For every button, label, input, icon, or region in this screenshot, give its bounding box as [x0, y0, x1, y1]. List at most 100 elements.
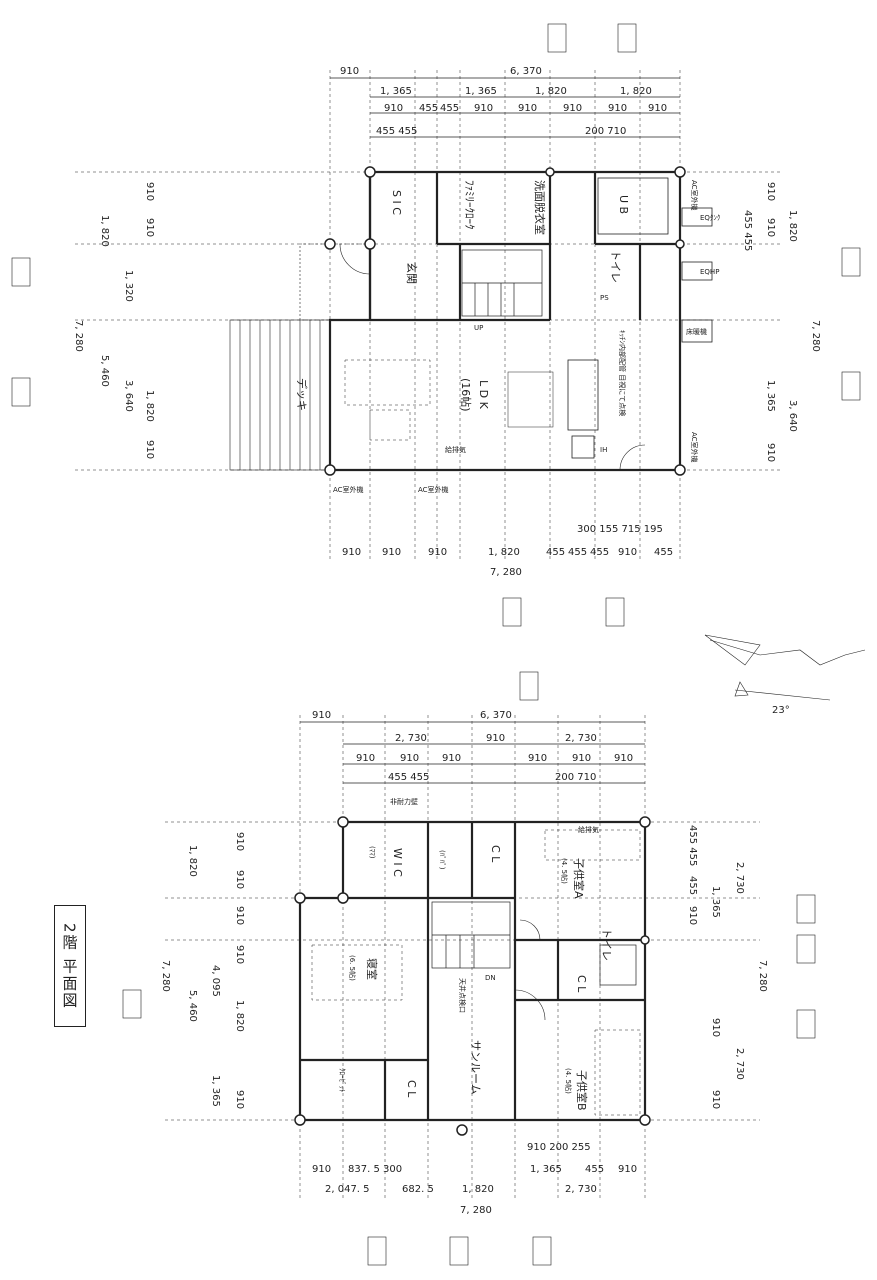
- ff-dim-b2-8: 910: [618, 547, 637, 558]
- ff-dim-li-2: 910: [144, 218, 155, 237]
- ff-dim-b-overall: 7, 280: [490, 567, 522, 578]
- sf-dim-r3-3: 910: [442, 753, 461, 764]
- drawing-title-box: 2階 平面図: [54, 905, 86, 1027]
- room-washroom: 洗面脱衣室: [533, 180, 547, 235]
- sf-dim-b3-1: 2, 047. 5: [325, 1184, 370, 1195]
- sf-dim-l-5460: 5, 460: [187, 990, 198, 1022]
- sf-dim-l-1365: 1, 365: [210, 1075, 221, 1107]
- sf-dim-top-910: 910: [312, 710, 331, 721]
- orientation-angle: 23°: [772, 705, 790, 716]
- ff-dim-l-3640: 3, 640: [123, 380, 134, 412]
- sf-dim-top-6370: 6, 370: [480, 710, 512, 721]
- label-kitchen-note: ｷｯﾁﾝ内部配管 目視にて点検: [618, 330, 627, 416]
- ff-dim-r-3640: 3, 640: [787, 400, 798, 432]
- room-cl-3: C L: [405, 1080, 418, 1098]
- ff-dim-r2-3: 1, 820: [535, 86, 567, 97]
- room-bedroom: 寝室: [365, 958, 379, 980]
- room-storage: ｸﾛｰｾﾞｯﾄ: [338, 1068, 346, 1093]
- room-deck: デッキ: [295, 378, 309, 411]
- label-bearing-wall: 非耐力壁: [390, 797, 418, 806]
- elevation-tags: [11, 23, 861, 1266]
- label-eq-hp: EQHP: [700, 268, 719, 276]
- room-cl-2: C L: [575, 975, 588, 993]
- ff-dim-r3-7: 910: [608, 103, 627, 114]
- room-child-b: 子供室B: [575, 1070, 589, 1111]
- label-ac1: AC室外機: [333, 485, 364, 494]
- ff-dim-r-1820: 1, 820: [787, 210, 798, 242]
- ff-dim-ri-1: 910: [765, 182, 776, 201]
- second-floor-labels: 910 6, 370 2, 730 910 2, 730 910 910 910…: [160, 710, 768, 1216]
- label-ac4: AC室外機: [690, 432, 699, 463]
- ff-dim-l-7280: 7, 280: [73, 320, 84, 352]
- first-floor-labels: 910 6, 370 1, 365 1, 365 1, 820 1, 820 9…: [73, 66, 821, 578]
- sf-dim-r3-4: 910: [528, 753, 547, 764]
- ff-dim-ri-5: 1, 365: [765, 380, 776, 412]
- sf-dim-r-2730b: 2, 730: [734, 1048, 745, 1080]
- sf-dim-b3-2: 682. 5: [402, 1184, 434, 1195]
- ff-dim-b1: 300 155 715 195: [577, 524, 663, 535]
- room-toilet-1f: トイレ: [609, 250, 622, 283]
- room-sunroom: サンルーム: [469, 1040, 482, 1095]
- ff-dim-top-6370: 6, 370: [510, 66, 542, 77]
- room-ldk-size: (16帖): [459, 378, 472, 412]
- label-ac3: AC室外機: [690, 180, 699, 211]
- ff-dim-b2-9: 455: [654, 547, 673, 558]
- label-attic-hatch: 天井点検口: [458, 978, 467, 1013]
- label-up: UP: [474, 324, 483, 332]
- room-sic: S I C: [390, 190, 403, 215]
- sf-dim-b2-3: 1, 365: [530, 1164, 562, 1175]
- ff-dim-r3-6: 910: [563, 103, 582, 114]
- sf-dim-r2-1: 2, 730: [395, 733, 427, 744]
- label-vent-1f: 給排気: [445, 445, 466, 454]
- sf-dim-ri-4: 1, 365: [710, 886, 721, 918]
- ff-dim-r2-2: 1, 365: [465, 86, 497, 97]
- sf-dim-li-1: 910: [234, 832, 245, 851]
- ff-dim-l-1320: 1, 320: [123, 270, 134, 302]
- sf-dim-ri-7: 910: [710, 1090, 721, 1109]
- sf-dim-ri-3: 910: [687, 906, 698, 925]
- sf-dim-li-7: 910: [234, 1090, 245, 1109]
- ff-dim-ri-7: 910: [765, 443, 776, 462]
- ff-dim-b2-2: 910: [382, 547, 401, 558]
- sf-dim-l-7280: 7, 280: [160, 960, 171, 992]
- ff-dim-r3-3: 455: [440, 103, 459, 114]
- sf-dim-ri-1: 455 455: [687, 825, 698, 866]
- room-ldk: L D K: [477, 380, 490, 410]
- sf-dim-b1: 910 200 255: [527, 1142, 591, 1153]
- ff-dim-l-5460: 5, 460: [99, 355, 110, 387]
- ff-dim-r3-1: 910: [384, 103, 403, 114]
- label-mama: (ﾏﾏ): [368, 846, 376, 859]
- sf-dim-r4-1: 455 455: [388, 772, 429, 783]
- ff-dim-ri-3: 455 455: [742, 210, 753, 251]
- label-eq-tank: EQﾀﾝｸ: [700, 214, 721, 222]
- ff-dim-b2-7: 455: [590, 547, 609, 558]
- sf-dim-b2-5: 910: [618, 1164, 637, 1175]
- sf-dim-li-5: 1, 820: [234, 1000, 245, 1032]
- sf-dim-ri-6: 910: [710, 1018, 721, 1037]
- ff-dim-r-7280: 7, 280: [810, 320, 821, 352]
- room-genkan: 玄関: [405, 262, 419, 284]
- sf-dim-ri-2: 455: [687, 876, 698, 895]
- sf-dim-r3-1: 910: [356, 753, 375, 764]
- label-ih: IH: [600, 446, 607, 454]
- room-family-closet: ﾌｧﾐﾘｰｸﾛｰｸ: [463, 180, 476, 230]
- sf-dim-r-7280: 7, 280: [757, 960, 768, 992]
- ff-dim-b2-3: 910: [428, 547, 447, 558]
- ff-dim-b2-6: 455: [568, 547, 587, 558]
- north-arrow: [704, 634, 866, 701]
- sf-dim-r2-3: 2, 730: [565, 733, 597, 744]
- ff-dim-r3-8: 910: [648, 103, 667, 114]
- room-child-b-size: (4. 5帖): [564, 1068, 573, 1094]
- ff-dim-b2-5: 455: [546, 547, 565, 558]
- sf-dim-r-2730a: 2, 730: [734, 862, 745, 894]
- sf-dim-l-4095: 4, 095: [210, 965, 221, 997]
- ff-dim-li-1: 910: [144, 182, 155, 201]
- room-bedroom-size: (6. 5帖): [348, 955, 357, 981]
- ff-dim-r2-1: 1, 365: [380, 86, 412, 97]
- room-ub: U B: [617, 195, 630, 214]
- sf-dim-b2-2: 837. 5 300: [348, 1164, 402, 1175]
- second-floor-plan: [165, 715, 760, 1200]
- label-dn: DN: [485, 974, 496, 982]
